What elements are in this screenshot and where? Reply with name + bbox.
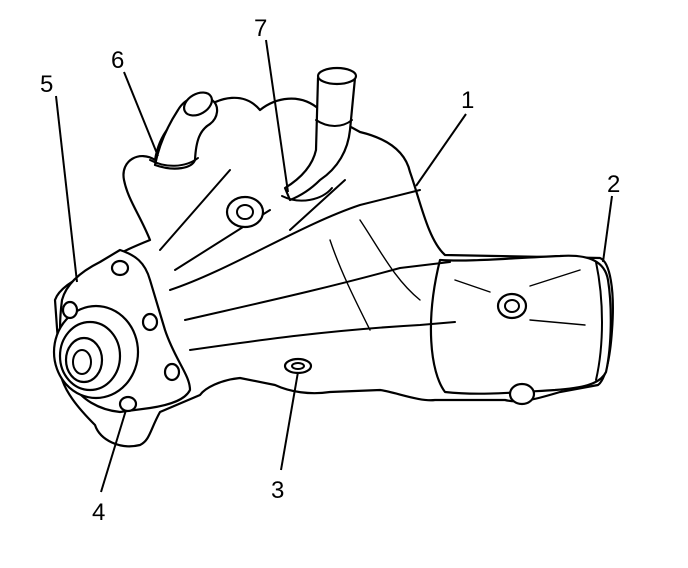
flange-edge (595, 261, 603, 381)
front-bolt-hole-1 (110, 259, 130, 277)
rib-lower (189, 321, 456, 351)
leader-4 (100, 409, 127, 493)
callout-6: 6 (111, 47, 124, 74)
rib-middle (184, 261, 451, 321)
outlet-pipe-end (316, 66, 358, 86)
upper-boss-hole (236, 204, 254, 220)
leader-3 (280, 371, 299, 471)
outlet-pipe-base (281, 187, 333, 202)
front-bolt-hole-5 (61, 300, 79, 320)
heater-fitting-bead (149, 157, 199, 167)
heater-fitting-end (182, 91, 214, 117)
callout-4: 4 (92, 499, 105, 526)
front-bolt-hole-4 (118, 395, 138, 413)
callout-5: 5 (40, 71, 53, 98)
lower-bolt-boss (508, 382, 536, 406)
callout-1: 1 (461, 87, 474, 114)
callout-7: 7 (254, 15, 267, 42)
surface-detail (329, 219, 586, 331)
leader-7 (265, 39, 289, 193)
drain-port (283, 357, 313, 375)
front-bolt-hole-2 (141, 312, 159, 332)
flange-bolt-hole-inner (504, 299, 520, 313)
upper-boss (225, 195, 265, 229)
leader-6 (123, 71, 159, 157)
leader-2 (602, 195, 613, 263)
flange-bolt-hole (496, 292, 528, 320)
front-bolt-hole-3 (163, 362, 181, 382)
callout-2: 2 (607, 171, 620, 198)
drain-port-hole (291, 362, 305, 370)
outlet-pipe-bead (315, 119, 353, 127)
leader-1 (415, 113, 467, 187)
rib-upper (169, 189, 421, 291)
pump-shaft (64, 336, 104, 384)
callout-3: 3 (271, 477, 284, 504)
leader-5 (55, 95, 78, 283)
pump-shaft-center (72, 349, 92, 375)
pump-flange-right (429, 254, 612, 395)
